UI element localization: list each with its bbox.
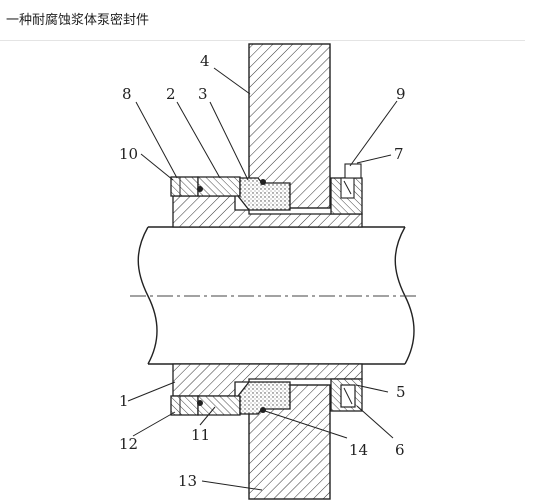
gland-ring-upper xyxy=(170,176,199,197)
o-ring-upper-right xyxy=(260,179,266,185)
shaft-sleeve-upper xyxy=(172,195,363,228)
part-label-11: 11 xyxy=(191,426,210,444)
spring-seat-upper xyxy=(330,163,363,215)
part-label-3: 3 xyxy=(198,85,208,103)
part-label-4: 4 xyxy=(200,52,210,70)
spring-seat-lower xyxy=(330,378,363,412)
o-ring-upper-left xyxy=(197,186,203,192)
title-divider xyxy=(0,40,525,41)
wear-resistant-layer-lower xyxy=(236,381,291,415)
part-label-1: 1 xyxy=(119,392,129,410)
leader-lines xyxy=(127,67,398,491)
part-label-9: 9 xyxy=(396,85,406,103)
part-label-12: 12 xyxy=(119,435,138,453)
part-label-6: 6 xyxy=(395,441,405,459)
stationary-ring-upper xyxy=(197,176,241,197)
part-label-8: 8 xyxy=(122,85,132,103)
shaft xyxy=(130,226,418,365)
stationary-ring-lower xyxy=(197,395,241,416)
casing-wall-upper xyxy=(248,43,331,209)
part-label-5: 5 xyxy=(396,383,406,401)
o-ring-lower-left xyxy=(197,400,203,406)
part-label-2: 2 xyxy=(166,85,176,103)
part-label-10: 10 xyxy=(119,145,138,163)
part-label-13: 13 xyxy=(178,472,197,490)
page-title: 一种耐腐蚀浆体泵密封件 xyxy=(6,13,150,28)
part-label-14: 14 xyxy=(349,441,368,459)
part-label-7: 7 xyxy=(394,145,404,163)
wear-resistant-layer-upper xyxy=(236,177,291,211)
